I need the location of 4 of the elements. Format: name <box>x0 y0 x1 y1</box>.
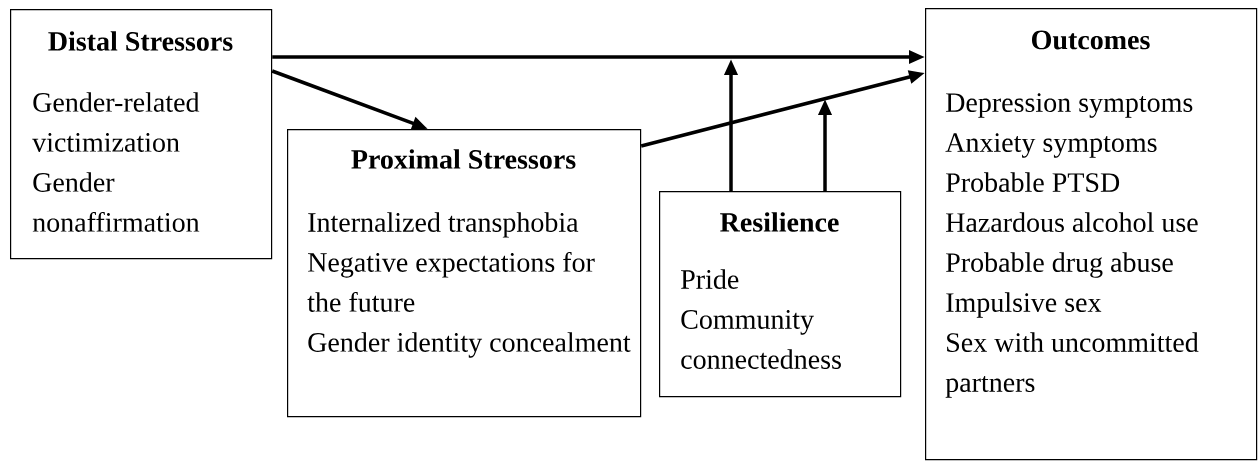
concept-box: Outcomes Depression symptoms Anxiety symptoms Probable PTSD Hazardous alcohol use Probable drug abuse Impulsive sex Sex with uncommitted partners <box>925 8 1258 461</box>
concept-box: Proximal Stressors Internalized transphobia Negative expectations for the future Gender identity concealment <box>287 129 642 418</box>
concept-box: Resilience Pride Community connectedness <box>659 191 902 398</box>
concept-box: Distal Stressors Gender-related victimization Gender nonaffirmation <box>10 9 273 260</box>
